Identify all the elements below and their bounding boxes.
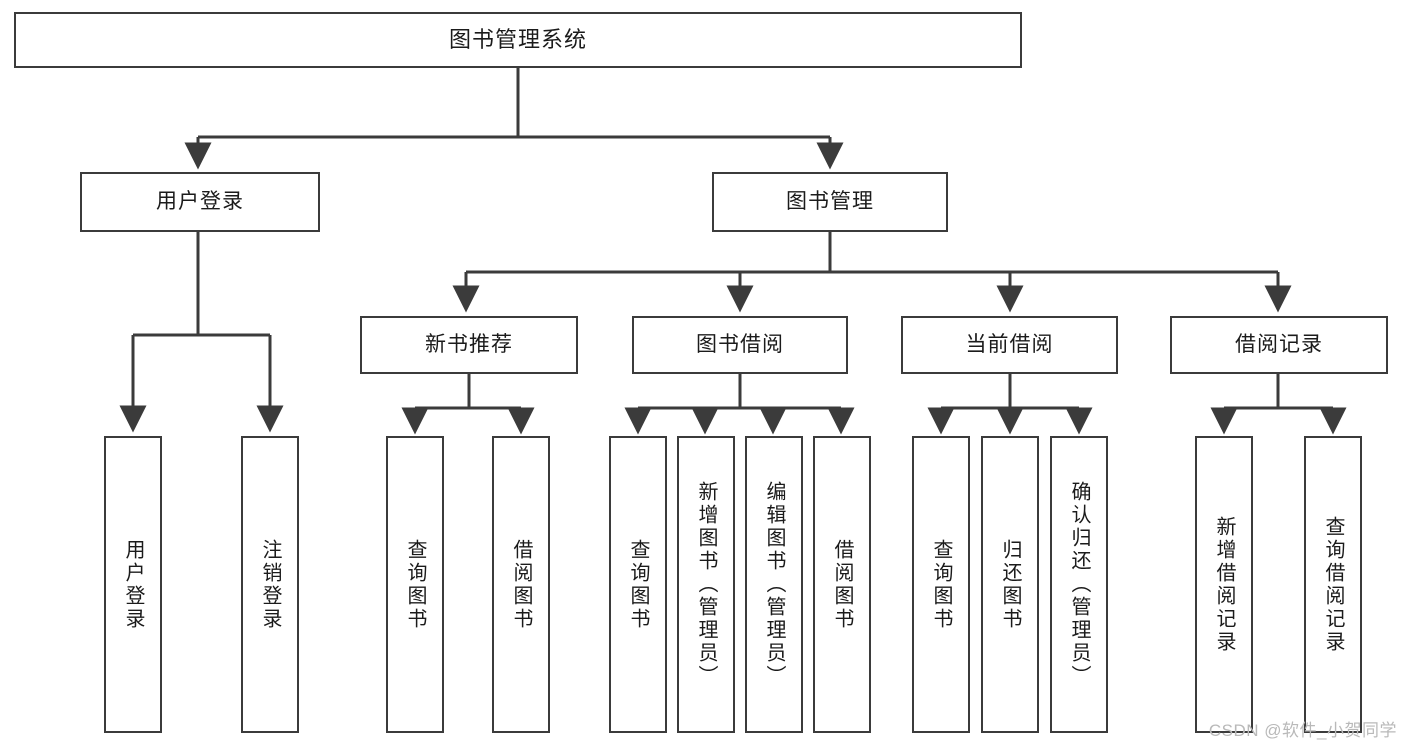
node-label: 新增图书（管理员）: [695, 481, 717, 688]
leaf-borrow-add-book-admin[interactable]: 新增图书（管理员）: [677, 436, 735, 733]
node-label: 确认归还（管理员）: [1068, 481, 1090, 688]
node-borrow-record[interactable]: 借阅记录: [1170, 316, 1388, 374]
node-label: 借阅图书: [831, 538, 853, 631]
node-book-management-system[interactable]: 图书管理系统: [14, 12, 1022, 68]
node-label: 借阅记录: [1235, 332, 1323, 356]
node-book-management[interactable]: 图书管理: [712, 172, 948, 232]
node-label: 用户登录: [122, 538, 144, 631]
node-label: 图书管理: [786, 189, 874, 213]
node-new-book-recommend[interactable]: 新书推荐: [360, 316, 578, 374]
node-label: 新增借阅记录: [1213, 515, 1235, 654]
node-label: 查询图书: [627, 538, 649, 631]
node-label: 借阅图书: [510, 538, 532, 631]
node-label: 图书借阅: [696, 332, 784, 356]
leaf-current-query-book[interactable]: 查询图书: [912, 436, 970, 733]
leaf-current-return-book[interactable]: 归还图书: [981, 436, 1039, 733]
node-label: 查询借阅记录: [1322, 515, 1344, 654]
leaf-borrow-query-book[interactable]: 查询图书: [609, 436, 667, 733]
node-label: 编辑图书（管理员）: [763, 481, 785, 688]
leaf-record-add-record[interactable]: 新增借阅记录: [1195, 436, 1253, 733]
leaf-borrow-borrow-book[interactable]: 借阅图书: [813, 436, 871, 733]
leaf-user-login-login[interactable]: 用户登录: [104, 436, 162, 733]
node-label: 查询图书: [930, 538, 952, 631]
node-label: 用户登录: [156, 189, 244, 213]
node-label: 当前借阅: [965, 332, 1054, 356]
leaf-record-query-record[interactable]: 查询借阅记录: [1304, 436, 1362, 733]
node-user-login[interactable]: 用户登录: [80, 172, 320, 232]
leaf-current-confirm-return-admin[interactable]: 确认归还（管理员）: [1050, 436, 1108, 733]
node-label: 图书管理系统: [448, 27, 587, 53]
node-label: 注销登录: [259, 538, 281, 631]
node-current-borrow[interactable]: 当前借阅: [901, 316, 1118, 374]
leaf-borrow-edit-book-admin[interactable]: 编辑图书（管理员）: [745, 436, 803, 733]
node-label: 查询图书: [404, 538, 426, 631]
leaf-recommend-query-book[interactable]: 查询图书: [386, 436, 444, 733]
node-label: 新书推荐: [425, 332, 513, 356]
node-label: 归还图书: [999, 538, 1021, 631]
node-book-borrow[interactable]: 图书借阅: [632, 316, 848, 374]
leaf-recommend-borrow-book[interactable]: 借阅图书: [492, 436, 550, 733]
leaf-user-login-logout[interactable]: 注销登录: [241, 436, 299, 733]
